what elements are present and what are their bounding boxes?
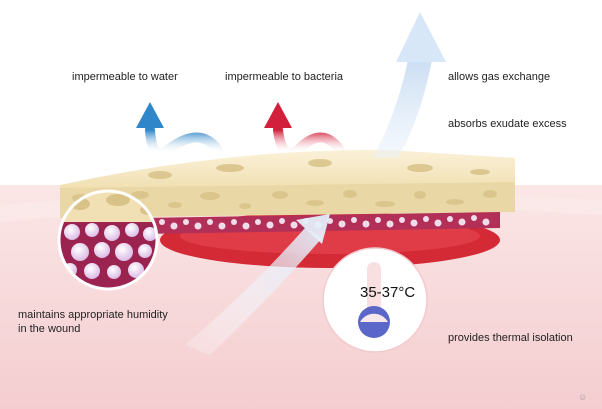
thermal-circle bbox=[322, 247, 428, 353]
water-repelled-arrow-shaft bbox=[145, 125, 223, 159]
skin-gas-arrow bbox=[185, 228, 322, 355]
label-thermal-isolation: provides thermal isolation bbox=[448, 332, 573, 344]
dressing-side bbox=[60, 180, 515, 218]
watermark-icon: ☺ bbox=[578, 392, 589, 402]
label-absorbs-exudate: absorbs exudate excess bbox=[448, 118, 567, 130]
water-repelled-arrow-head bbox=[136, 102, 164, 128]
gas-exchange-arrow-shaft bbox=[372, 60, 432, 158]
gas-exchange-arrow-head bbox=[396, 12, 446, 62]
label-humidity: maintains appropriate humidity in the wo… bbox=[18, 309, 168, 335]
dressing-top bbox=[60, 149, 515, 188]
absorbent-bubbles bbox=[146, 215, 490, 230]
bacteria-repelled-arrow-shaft bbox=[273, 125, 345, 159]
temperature-value: 35-37°C bbox=[360, 284, 416, 301]
label-impermeable-water: impermeable to water bbox=[72, 71, 178, 83]
label-impermeable-bacteria: impermeable to bacteria bbox=[225, 71, 344, 83]
bacteria-repelled-arrow-head bbox=[264, 102, 292, 128]
thermometer-stem bbox=[367, 262, 381, 314]
label-gas-exchange: allows gas exchange bbox=[448, 71, 551, 83]
